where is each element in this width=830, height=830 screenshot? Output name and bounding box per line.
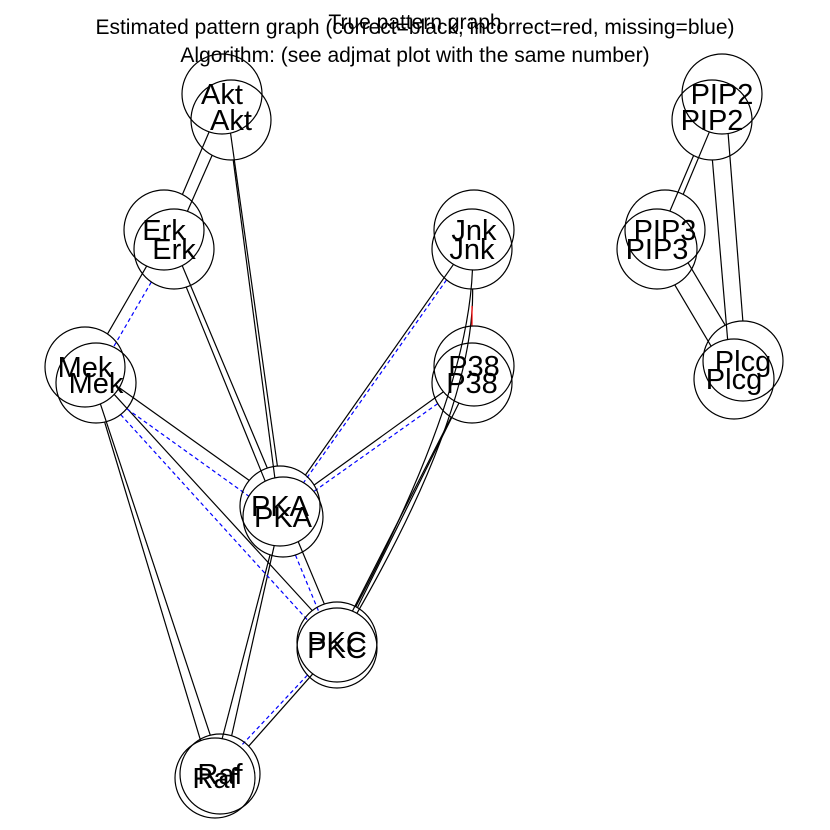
estimated-node-mek: Mek [55, 342, 137, 424]
estimated-node-akt: Akt [190, 79, 272, 161]
estimated-node-label-p38: P38 [446, 368, 498, 400]
algorithm-subtitle: Algorithm: (see adjmat plot with the sam… [180, 44, 649, 67]
estimated-graph-title: Estimated pattern graph (correct=black, … [95, 16, 734, 39]
estimated-node-circle-pip3 [616, 208, 698, 290]
estimated-node-circle-pka [242, 476, 324, 558]
estimated-edge-mek-pkc [120, 414, 309, 621]
estimated-node-circle-erk [133, 208, 215, 290]
true-node-circle-pip3 [624, 189, 706, 271]
estimated-edge-p38-pkc [351, 417, 452, 612]
true-node-label-mek: Mek [58, 352, 113, 384]
estimated-node-label-plcg: Plcg [706, 364, 762, 396]
estimated-node-pip3: PIP3 [616, 208, 698, 290]
estimated-node-circle-akt [190, 79, 272, 161]
estimated-node-circle-plcg [693, 338, 775, 420]
true-edge-pip2-plcg [727, 133, 744, 321]
estimated-node-pkc: PKC [296, 607, 378, 689]
true-node-pka: PKA [239, 465, 321, 547]
estimated-edge-mek-raf [104, 421, 202, 741]
estimated-edge-mek-pka [126, 408, 250, 497]
true-node-circle-pka [239, 465, 321, 547]
true-node-circle-raf [179, 733, 261, 815]
estimated-node-pka: PKA [242, 476, 324, 558]
true-edge-akt-erk [181, 131, 210, 195]
estimated-node-label-pip3: PIP3 [626, 234, 689, 266]
estimated-edge-pka-raf [221, 554, 271, 739]
true-node-circle-mek [44, 326, 126, 408]
estimated-node-pip2: PIP2 [671, 79, 753, 161]
estimated-node-raf: Raf [174, 737, 256, 819]
estimated-node-circle-raf [174, 737, 256, 819]
true-edge-jnk-pka [304, 264, 454, 476]
estimated-node-label-pip2: PIP2 [681, 105, 744, 137]
true-node-label-jnk: Jnk [451, 215, 497, 247]
true-edge-pkc-raf [248, 673, 314, 747]
estimated-edge-akt-erk [186, 155, 213, 212]
estimated-graph-edges [104, 155, 729, 748]
estimated-edge-akt-pka [232, 159, 276, 478]
estimated-edge-jnk-pkc [356, 288, 474, 614]
true-node-jnk: Jnk [433, 189, 515, 271]
estimated-node-label-erk: Erk [152, 234, 196, 266]
estimated-node-circle-p38 [431, 342, 513, 424]
estimated-edge-pip3-plcg [674, 284, 712, 347]
true-node-plcg: Plcg [702, 320, 784, 402]
true-node-erk: Erk [123, 189, 205, 271]
true-edge-mek-pkc [113, 394, 313, 611]
true-node-label-pka: PKA [251, 491, 310, 523]
true-node-circle-erk [123, 189, 205, 271]
estimated-node-label-mek: Mek [69, 368, 124, 400]
true-node-label-akt: Akt [201, 79, 243, 111]
true-edge-mek-raf [99, 403, 211, 736]
true-edge-p38-pka [313, 391, 444, 486]
true-edge-pip3-plcg [687, 262, 726, 326]
estimated-edge-p38-pka [313, 403, 438, 492]
true-node-label-p38: P38 [448, 351, 500, 383]
estimated-node-circle-pkc [296, 607, 378, 689]
true-graph-title: True pattern graph [328, 11, 501, 34]
true-node-pip3: PIP3 [624, 189, 706, 271]
true-node-label-pkc: PKC [307, 627, 367, 659]
estimated-node-p38: P38 [431, 342, 513, 424]
estimated-node-label-akt: Akt [210, 105, 252, 137]
estimated-edge-erk-pka [185, 286, 266, 482]
estimated-node-plcg: Plcg [693, 338, 775, 420]
estimated-node-circle-mek [55, 342, 137, 424]
estimated-node-label-jnk: Jnk [449, 234, 495, 266]
true-node-label-erk: Erk [142, 215, 186, 247]
true-node-label-plcg: Plcg [715, 346, 771, 378]
true-node-akt: Akt [181, 53, 263, 135]
true-edge-erk-pka [181, 265, 268, 469]
estimated-node-label-raf: Raf [192, 763, 238, 795]
estimated-edge-pka-pkc [294, 554, 320, 613]
true-node-label-raf: Raf [197, 759, 243, 791]
true-node-p38: P38 [433, 325, 515, 407]
estimated-node-label-pka: PKA [254, 502, 313, 534]
true-edge-erk-mek [107, 265, 148, 335]
true-node-mek: Mek [44, 326, 126, 408]
estimated-edge-pkc-raf [239, 674, 308, 748]
estimated-node-circle-jnk [431, 208, 513, 290]
estimated-edge-erk-mek [113, 281, 152, 348]
true-edge-pka-raf [231, 545, 275, 736]
true-node-circle-jnk [433, 189, 515, 271]
true-node-label-pip3: PIP3 [634, 215, 697, 247]
estimated-edge-jnk-pka [303, 279, 447, 483]
true-node-circle-p38 [433, 325, 515, 407]
true-edge-mek-pka [118, 387, 250, 481]
estimated-node-circle-pip2 [671, 79, 753, 161]
true-edge-jnk-pkc [355, 269, 474, 607]
estimated-edge-pip2-pip3 [669, 155, 695, 212]
estimated-node-jnk: Jnk [431, 208, 513, 290]
estimated-edge-pip2-plcg [711, 160, 729, 340]
true-edge-akt-pka [229, 133, 278, 467]
true-node-raf: Raf [179, 733, 261, 815]
true-node-circle-plcg [702, 320, 784, 402]
estimated-node-label-pkc: PKC [307, 633, 367, 665]
true-edge-pip2-pip3 [682, 131, 710, 195]
estimated-node-erk: Erk [133, 208, 215, 290]
